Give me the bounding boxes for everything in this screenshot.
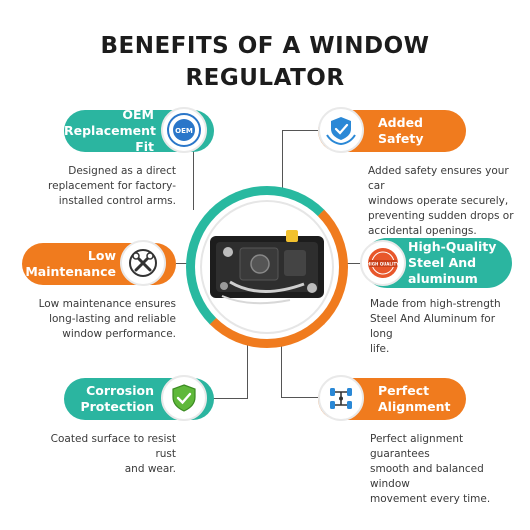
description-line: long-lasting and reliable (49, 313, 176, 325)
benefit-safety-icon-wrap (318, 107, 364, 153)
description-line: Steel And Aluminum for long (370, 313, 496, 340)
connector-line (281, 320, 282, 397)
connector-line (282, 130, 283, 212)
benefit-title-line: aluminum (408, 271, 478, 286)
benefit-corrosion-description: Coated surface to resist rust and wear. (36, 432, 176, 477)
title-line-2: REGULATOR (185, 65, 345, 91)
quality-seal-icon: HIGH QUALITY (367, 248, 399, 278)
description-line: preventing sudden drops or (368, 210, 514, 222)
description-line: Made from high-strength (370, 298, 501, 310)
description-line: Perfect alignment guarantees (370, 433, 464, 460)
shield-hands-icon (326, 117, 356, 146)
description-line: life. (370, 343, 390, 355)
oem-badge-icon: OEM (167, 113, 201, 147)
oem-badge-text: OEM (175, 127, 193, 135)
connector-line (334, 263, 368, 264)
benefit-title-line: Alignment (378, 399, 451, 414)
title-line-1: BENEFITS OF A WINDOW (100, 33, 430, 59)
connector-line (247, 340, 248, 398)
description-line: movement every time. (370, 493, 491, 505)
benefit-oem-description: Designed as a direct replacement for fac… (40, 164, 176, 209)
benefit-title-line: Corrosion (86, 383, 154, 398)
benefit-title-line: Maintenance (25, 264, 116, 279)
connector-line (282, 130, 326, 131)
product-image (200, 200, 334, 334)
description-line: Coated surface to resist rust (50, 433, 176, 460)
benefit-quality-icon-wrap: HIGH QUALITY (360, 240, 406, 286)
window-regulator-icon (210, 230, 324, 305)
tools-icon (129, 249, 157, 277)
benefit-title-line: Protection (80, 399, 154, 414)
description-line: accidental openings. (368, 225, 477, 237)
connector-line (281, 397, 327, 398)
description-line: windows operate securely, (368, 195, 509, 207)
benefit-alignment-description: Perfect alignment guarantees smooth and … (370, 432, 520, 507)
benefit-title-line: Steel And (408, 255, 477, 270)
description-line: replacement for factory- (48, 180, 176, 192)
benefit-alignment-icon-wrap (318, 375, 364, 421)
benefit-title-line: OEM (122, 107, 154, 122)
benefit-maintenance-icon-wrap (120, 240, 166, 286)
benefit-title-line: Low (87, 248, 116, 263)
shield-check-icon (172, 384, 196, 412)
benefit-maintenance-description: Low maintenance ensures long-lasting and… (36, 297, 176, 342)
quality-seal-text: HIGH QUALITY (367, 262, 399, 267)
benefit-title-line: Safety (378, 131, 424, 146)
benefit-safety-description: Added safety ensures your car windows op… (368, 164, 518, 239)
description-line: installed control arms. (58, 195, 176, 207)
benefit-oem-icon-wrap: OEM (161, 107, 207, 153)
benefit-title-line: Perfect (378, 383, 430, 398)
benefit-quality-description: Made from high-strength Steel And Alumin… (370, 297, 520, 357)
benefit-corrosion-icon-wrap (161, 375, 207, 421)
description-line: Designed as a direct (68, 165, 176, 177)
connector-line (193, 130, 194, 210)
page-title: BENEFITS OF A WINDOW REGULATOR (0, 30, 530, 94)
description-line: Low maintenance ensures (38, 298, 176, 310)
description-line: and wear. (124, 463, 176, 475)
benefit-title-line: Added (378, 115, 423, 130)
description-line: Added safety ensures your car (368, 165, 509, 192)
description-line: window performance. (62, 328, 176, 340)
benefit-title-line: High-Quality (408, 239, 497, 254)
description-line: smooth and balanced window (370, 463, 484, 490)
wheel-alignment-icon (330, 388, 352, 409)
benefit-title-line: Replacement Fit (64, 123, 157, 154)
